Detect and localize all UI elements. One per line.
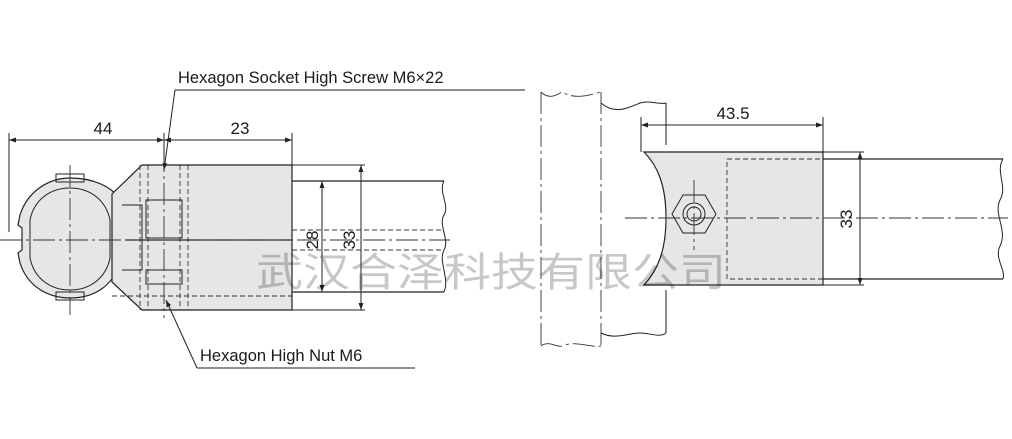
right-attached-pipe — [823, 158, 1004, 280]
nut-callout: Hexagon High Nut M6 — [165, 299, 415, 369]
dim-23-label: 23 — [231, 119, 250, 138]
nut-callout-label: Hexagon High Nut M6 — [200, 347, 362, 365]
left-view: 44 23 28 33 Hexagon Socket High Screw M6… — [0, 69, 525, 369]
right-view: 43.5 33 — [540, 91, 1008, 347]
dim-44-label: 44 — [94, 119, 113, 138]
dim-33-right: 33 — [823, 151, 864, 286]
dim-33-left-label: 33 — [340, 231, 359, 250]
dim-23: 23 — [164, 119, 293, 165]
dim-43-5-label: 43.5 — [716, 104, 749, 123]
dim-33-right-label: 33 — [837, 210, 856, 229]
screw-callout-label: Hexagon Socket High Screw M6×22 — [178, 69, 444, 87]
dim-44: 44 — [8, 119, 165, 232]
right-joint-body — [642, 151, 824, 286]
watermark-text: 武汉合泽科技有限公司 — [256, 250, 726, 296]
screw-callout: Hexagon Socket High Screw M6×22 — [162, 69, 525, 171]
dim-28: 28 — [292, 180, 325, 293]
pipe-profile — [17, 173, 125, 301]
dim-28-label: 28 — [303, 231, 322, 250]
dim-43-5: 43.5 — [640, 104, 824, 152]
hex-nut-icon — [671, 194, 717, 234]
dim-33-left: 33 — [292, 164, 365, 311]
vertical-pipe — [540, 91, 667, 347]
